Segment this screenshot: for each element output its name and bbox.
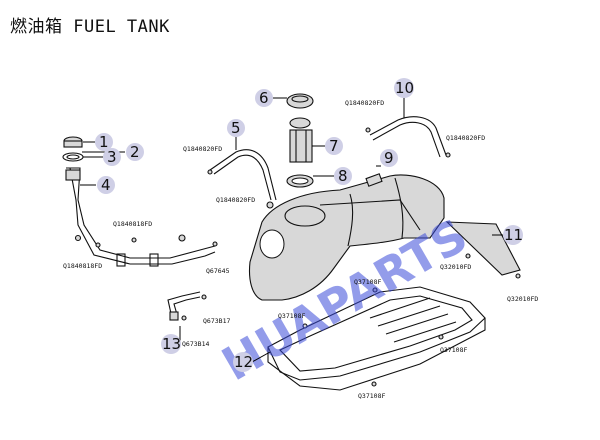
callout-9: 9 [376, 149, 398, 167]
bolts [178, 127, 521, 387]
callout-number: 5 [231, 119, 241, 137]
part-locking-ring [286, 93, 314, 109]
callout-number: 12 [234, 353, 253, 371]
part-vent-valve [365, 173, 383, 187]
callout-number: 7 [329, 137, 339, 155]
callout-4: 4 [80, 176, 115, 194]
callout-6: 6 [255, 89, 287, 107]
callout-10: 10 [394, 78, 414, 118]
part-pump-gasket [286, 174, 314, 188]
callout-5: 5 [227, 119, 245, 150]
part-code: Q1840818FD [113, 220, 152, 228]
part-code: Q1840820FD [345, 99, 384, 107]
part-code: Q1840820FD [216, 196, 255, 204]
callout-number: 13 [162, 335, 181, 353]
part-fuel-pump [289, 117, 313, 163]
part-code: Q673B14 [182, 340, 209, 348]
page-title: 燃油箱 FUEL TANK [10, 17, 170, 37]
part-code: Q37108F [358, 392, 385, 400]
callout-number: 2 [130, 143, 140, 161]
callout-7: 7 [312, 137, 343, 155]
part-code: Q1840818FD [63, 262, 102, 270]
callout-number: 4 [101, 176, 111, 194]
part-code: Q37108F [440, 346, 467, 354]
part-code: Q1840820FD [183, 145, 222, 153]
part-filler-neck [65, 167, 216, 267]
part-fuel-tank [248, 174, 445, 301]
callout-number: 3 [107, 148, 117, 166]
part-code: Q37108F [354, 278, 381, 286]
part-code: Q32010FD [440, 263, 471, 271]
callout-number: 8 [338, 167, 348, 185]
part-fuel-cap [63, 136, 83, 148]
callout-13: 13 [161, 326, 181, 354]
part-code: Q673B17 [203, 317, 230, 325]
callout-number: 1 [99, 133, 109, 151]
callout-12: 12 [233, 351, 271, 372]
callout-11: 11 [492, 225, 523, 245]
callout-1: 1 [83, 133, 113, 151]
callout-number: 9 [384, 149, 394, 167]
callout-number: 11 [504, 226, 523, 244]
part-cap-ring [62, 152, 84, 162]
part-code: Q37108F [278, 312, 305, 320]
part-code: Q67645 [206, 267, 230, 275]
callout-number: 10 [395, 79, 414, 97]
callout-number: 6 [259, 89, 269, 107]
part-code: Q32010FD [507, 295, 538, 303]
callout-3: 3 [83, 148, 121, 166]
part-tank-strap-right [369, 116, 447, 158]
part-code: Q1840820FD [446, 134, 485, 142]
callout-8: 8 [313, 167, 352, 185]
part-tank-strap-left [209, 149, 277, 209]
part-small-pipe [167, 291, 201, 321]
part-skid-plate [267, 286, 486, 391]
